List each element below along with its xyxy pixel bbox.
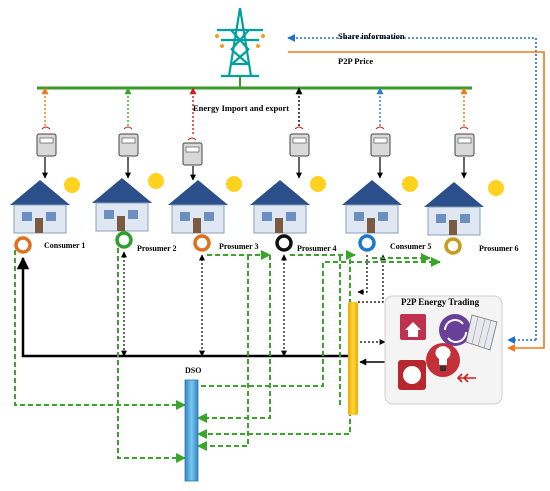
node-ring-icon <box>14 236 32 254</box>
node-label-prosumer-6: Prosumer 6 <box>479 244 519 253</box>
node-label-prosumer-3: Prosumer 3 <box>219 242 259 251</box>
node-ring-icon <box>115 231 133 249</box>
dso-bar <box>184 379 199 482</box>
share-information-label: Share information <box>338 31 405 41</box>
solar-house-icon <box>250 176 326 234</box>
node-label-prosumer-2: Prosumer 2 <box>137 244 177 253</box>
smart-meter-icon <box>289 126 310 157</box>
smart-meter-icon <box>36 126 57 157</box>
solar-house-icon <box>10 177 80 234</box>
node-label-prosumer-4: Prosumer 4 <box>297 244 337 253</box>
node-ring-icon <box>444 237 462 255</box>
solar-house-icon <box>168 176 242 234</box>
energy-import-export-label: Energy Import and export <box>193 103 290 113</box>
p2p-trading-title: P2P Energy Trading <box>401 297 480 307</box>
smart-meter-icon <box>182 137 203 166</box>
solar-panel-icon <box>465 314 498 351</box>
node-ring-icon <box>193 234 211 252</box>
p2p-price-line <box>288 51 545 352</box>
p2p-trading-bar <box>348 302 358 415</box>
smart-meter-icon <box>118 126 139 157</box>
arrows-icon <box>456 373 476 383</box>
p2p-trading-panel <box>384 295 503 405</box>
solar-house-icon <box>342 176 418 234</box>
node-ring-icon <box>358 234 376 252</box>
transmission-tower-icon <box>215 7 265 78</box>
p2p-price-label: P2P Price <box>338 56 374 66</box>
solar-house-icon <box>92 173 164 232</box>
solar-house-icon <box>424 180 504 236</box>
smart-meter-icon <box>454 126 475 157</box>
share-information-line <box>287 34 537 340</box>
main-energy-line <box>16 256 352 358</box>
node-label-consumer-5: Consumer 5 <box>390 242 432 251</box>
node-ring-icon <box>275 234 293 252</box>
smart-meter-icon <box>370 126 391 157</box>
dso-label: DSO <box>185 366 202 375</box>
node-label-consumer-1: Consumer 1 <box>44 241 86 250</box>
